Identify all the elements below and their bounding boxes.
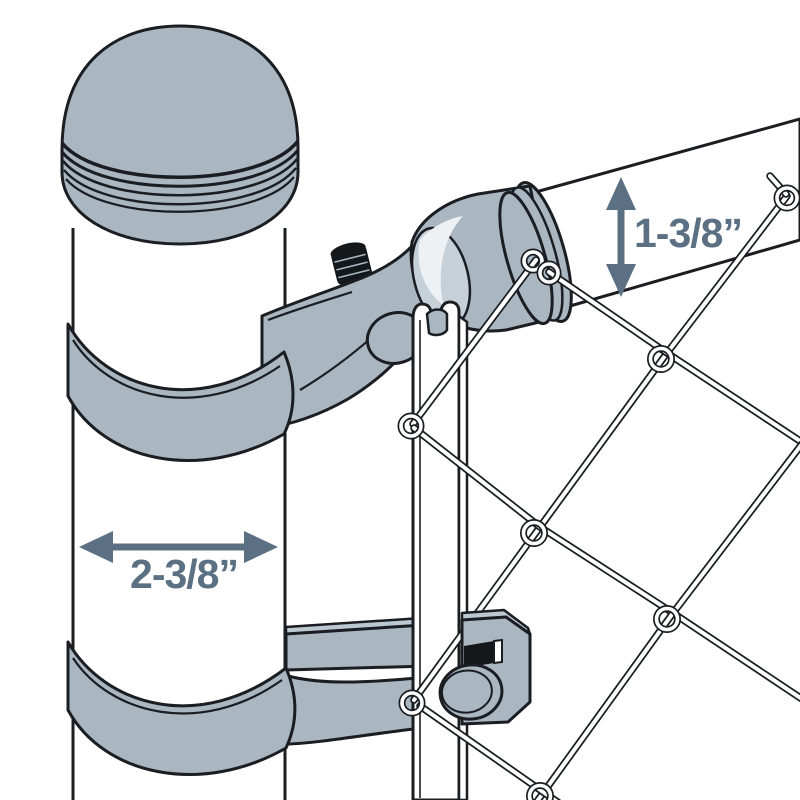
carriage-bolt-top [330,242,373,285]
arrow-up-icon [606,177,636,210]
post-diameter-label: 2-3/8” [130,551,238,597]
chain-link-mesh [397,176,800,800]
square-nut [464,641,494,668]
lower-band-clamp [66,640,297,776]
rail-diameter-label: 1-3/8” [634,210,742,256]
cup-inner-highlight [418,216,463,306]
arrow-down-icon [606,264,636,297]
cap-rib [65,176,295,213]
cap-rib [60,149,300,188]
arrow-shaft [617,207,625,267]
wire-knuckle [647,345,675,373]
wire-end-hook [520,248,546,274]
bar-latch-front [425,308,449,337]
arrow-shaft [110,543,247,551]
upper-band-clamp [66,322,295,462]
tension-bar [411,300,469,800]
tension-bar-side [457,313,469,800]
cap-rib [60,139,300,179]
post-cap [60,24,300,246]
lower-bracket-front [438,608,532,726]
wire-end-hook [536,260,562,286]
cap-rib [61,158,299,197]
wire-knuckle [520,519,548,547]
bolt-head-rim-line [440,669,493,714]
wire-end-hook [398,689,426,717]
wire-end-hook [773,184,800,212]
nut-washer-edge [493,638,503,665]
wire-end-hook [397,412,425,440]
band-accent-line [72,339,281,399]
band-accent-line [72,657,283,715]
carriage-bolt-head [438,663,504,721]
arrow-right-icon [244,531,278,563]
wire-knuckle [653,605,681,633]
rail-diameter-dimension: 1-3/8” [606,177,743,297]
strap-fold-line [267,290,353,322]
arrow-left-icon [79,531,113,563]
wire-knuckle [526,782,554,800]
thread-lines [334,253,370,279]
cap-rib [63,167,297,206]
post-diameter-dimension: 2-3/8” [79,531,278,597]
